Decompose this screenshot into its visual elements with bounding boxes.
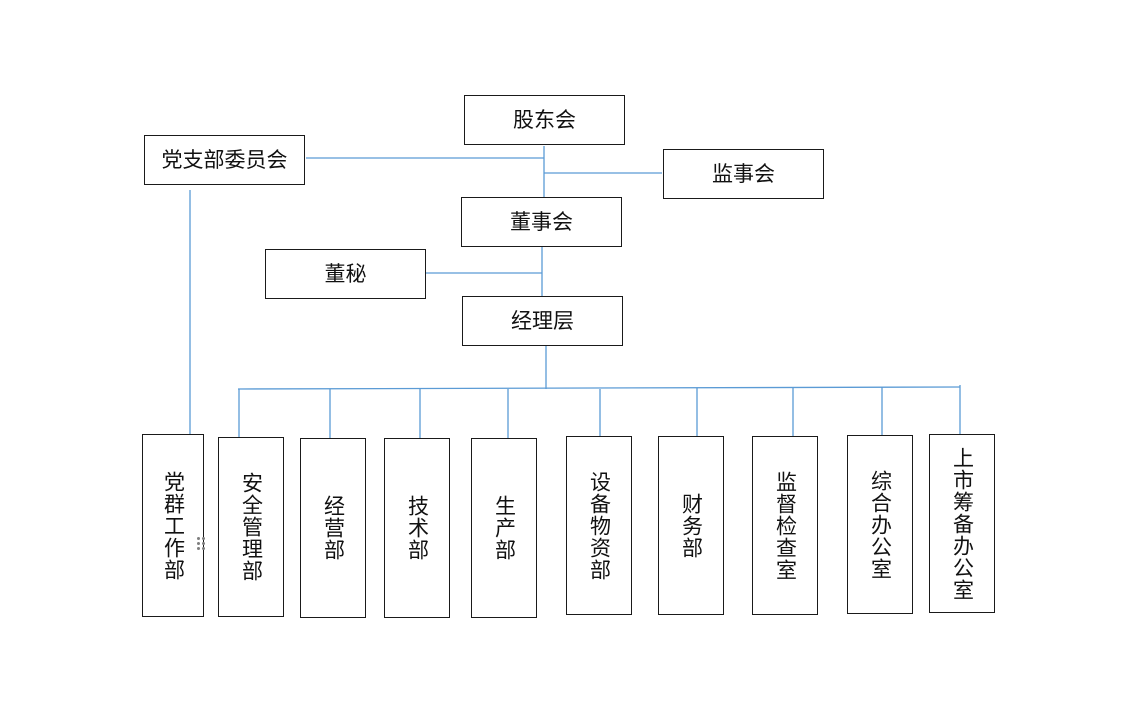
node-dept-equipment-materials[interactable]: 设备物资部 bbox=[566, 436, 632, 615]
node-dept-safety-management[interactable]: 安全管理部 bbox=[218, 437, 284, 617]
node-dept-general-office[interactable]: 综合办公室 bbox=[847, 435, 913, 614]
node-dept-technology[interactable]: 技术部 bbox=[384, 438, 450, 618]
node-management[interactable]: 经理层 bbox=[462, 296, 623, 346]
node-party-committee[interactable]: 党支部委员会 bbox=[144, 135, 305, 185]
node-dept-party-mass-work[interactable]: 党群工作部 bbox=[142, 434, 204, 617]
node-dept-production[interactable]: 生产部 bbox=[471, 438, 537, 618]
node-dept-ipo-preparation-office[interactable]: 上市筹备办公室 bbox=[929, 434, 995, 613]
node-shareholders[interactable]: 股东会 bbox=[464, 95, 625, 145]
node-dept-operations[interactable]: 经营部 bbox=[300, 438, 366, 618]
drag-handle-icon[interactable] bbox=[197, 537, 207, 553]
node-supervisory-board[interactable]: 监事会 bbox=[663, 149, 824, 199]
connector-department-bus bbox=[237, 386, 961, 390]
node-dept-finance[interactable]: 财务部 bbox=[658, 436, 724, 615]
node-dept-supervision-inspection[interactable]: 监督检查室 bbox=[752, 436, 818, 615]
node-board-of-directors[interactable]: 董事会 bbox=[461, 197, 622, 247]
node-board-secretary[interactable]: 董秘 bbox=[265, 249, 426, 299]
